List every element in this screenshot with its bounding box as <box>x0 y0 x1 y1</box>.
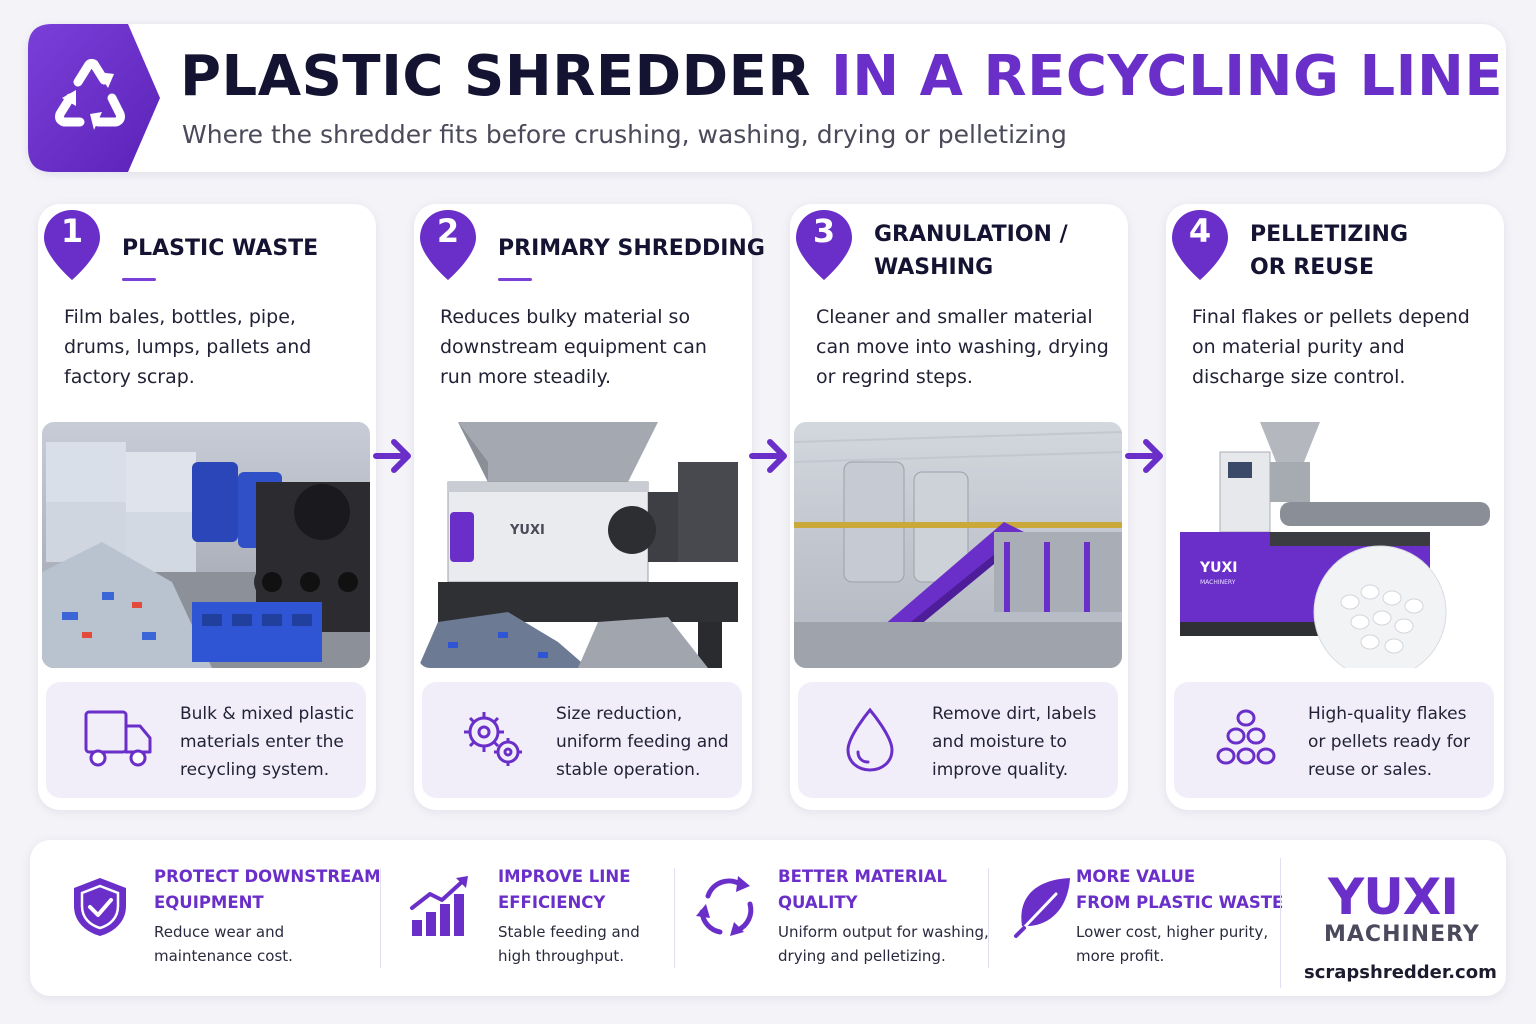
header-banner: PLASTIC SHREDDER IN A RECYCLING LINE Whe… <box>28 24 1506 172</box>
benefit-description: Uniform output for washing, drying and p… <box>778 923 989 965</box>
benefit-description: Stable feeding and high throughput. <box>498 923 640 965</box>
truck-icon <box>84 710 152 767</box>
benefit-title: BETTER MATERIAL QUALITY <box>778 867 948 912</box>
page-title: PLASTIC SHREDDER IN A RECYCLING LINE <box>180 44 1504 109</box>
washing-line-photo <box>794 422 1122 668</box>
page-subtitle: Where the shredder fits before crushing,… <box>182 120 1067 149</box>
divider <box>380 868 381 968</box>
step-description: Final flakes or pellets depend on materi… <box>1192 306 1470 388</box>
step-footer: Bulk & mixed plastic materials enter the… <box>46 682 366 798</box>
benefit-material-quality: BETTER MATERIAL QUALITY Uniform output f… <box>674 840 989 996</box>
shredder-machine-photo: YUXI <box>418 422 746 668</box>
water-drop-icon <box>846 707 894 772</box>
divider <box>674 868 675 968</box>
benefit-description: Lower cost, higher purity, more profit. <box>1076 923 1269 965</box>
brand-logo: YUXI <box>1328 868 1459 926</box>
divider <box>1280 858 1281 988</box>
benefits-strip: PROTECT DOWNSTREAM EQUIPMENT Reduce wear… <box>30 840 1506 996</box>
location-pin-icon <box>420 210 476 280</box>
step-number-badge: 3 <box>794 208 858 284</box>
title-underline <box>498 278 532 281</box>
pelletizer-machine-photo: YUXI MACHINERY <box>1170 422 1498 668</box>
step-card-primary-shredding: 2 PRIMARY SHREDDING Reduces bulky materi… <box>414 204 765 810</box>
machine-brand-sub: MACHINERY <box>1200 579 1236 586</box>
step-footer: Remove dirt, labels and moisture to impr… <box>798 682 1118 798</box>
step-description: Cleaner and smaller material can move in… <box>816 306 1109 388</box>
step-footer: Size reduction, uniform feeding and stab… <box>422 682 742 798</box>
benefit-more-value: MORE VALUE FROM PLASTIC WASTE Lower cost… <box>988 840 1284 996</box>
step-footer: High-quality flakes or pellets ready for… <box>1174 682 1494 798</box>
step-description: Film bales, bottles, pipe, drums, lumps,… <box>64 306 312 388</box>
benefit-title: PROTECT DOWNSTREAM EQUIPMENT <box>154 867 381 912</box>
cycle-arrows-icon <box>696 876 754 936</box>
leaf-icon <box>1014 878 1070 938</box>
pellets-icon <box>1216 709 1276 765</box>
step-card-pelletizing: 4 PELLETIZING OR REUSE Final flakes or p… <box>1166 204 1504 810</box>
step-number-badge: 2 <box>418 208 482 284</box>
divider <box>988 868 989 968</box>
growth-chart-icon <box>410 876 468 936</box>
brand-url-link[interactable]: scrapshredder.com <box>1304 962 1497 983</box>
location-pin-icon <box>796 210 852 280</box>
benefit-title: MORE VALUE FROM PLASTIC WASTE <box>1076 867 1284 912</box>
step-card-granulation-washing: 3 GRANULATION / WASHING Cleaner and smal… <box>790 204 1128 810</box>
location-pin-icon <box>44 210 100 280</box>
arrow-right-icon <box>749 439 787 473</box>
step-title: PLASTIC WASTE <box>122 236 319 261</box>
step-footer-text: High-quality flakes or pellets ready for… <box>1308 704 1470 780</box>
step-number-badge: 1 <box>42 208 106 284</box>
benefit-title: IMPROVE LINE EFFICIENCY <box>498 867 631 912</box>
step-title: PELLETIZING OR REUSE <box>1250 222 1409 280</box>
step-description: Reduces bulky material so downstream equ… <box>440 306 707 388</box>
brand-subtitle: MACHINERY <box>1324 922 1480 947</box>
step-title: GRANULATION / WASHING <box>874 222 1068 280</box>
step-card-plastic-waste: 1 PLASTIC WASTE Film bales, bottles, pip… <box>38 204 376 810</box>
step-footer-text: Size reduction, uniform feeding and stab… <box>556 704 729 780</box>
step-footer-text: Bulk & mixed plastic materials enter the… <box>180 704 355 780</box>
recycle-icon <box>28 24 160 172</box>
arrow-right-icon <box>1125 439 1163 473</box>
shield-check-icon <box>74 878 126 936</box>
location-pin-icon <box>1172 210 1228 280</box>
machine-brand-label: YUXI <box>1199 560 1238 576</box>
benefit-line-efficiency: IMPROVE LINE EFFICIENCY Stable feeding a… <box>380 840 674 996</box>
step-title: PRIMARY SHREDDING <box>498 236 765 261</box>
step-footer-text: Remove dirt, labels and moisture to impr… <box>932 704 1097 780</box>
plastic-waste-pile-photo <box>42 422 370 668</box>
title-underline <box>122 278 156 281</box>
benefit-protect-equipment: PROTECT DOWNSTREAM EQUIPMENT Reduce wear… <box>30 840 381 996</box>
gears-icon <box>464 712 522 766</box>
benefit-description: Reduce wear and maintenance cost. <box>154 923 293 965</box>
machine-brand-label: YUXI <box>509 523 545 538</box>
step-number-badge: 4 <box>1170 208 1234 284</box>
arrow-right-icon <box>373 439 411 473</box>
